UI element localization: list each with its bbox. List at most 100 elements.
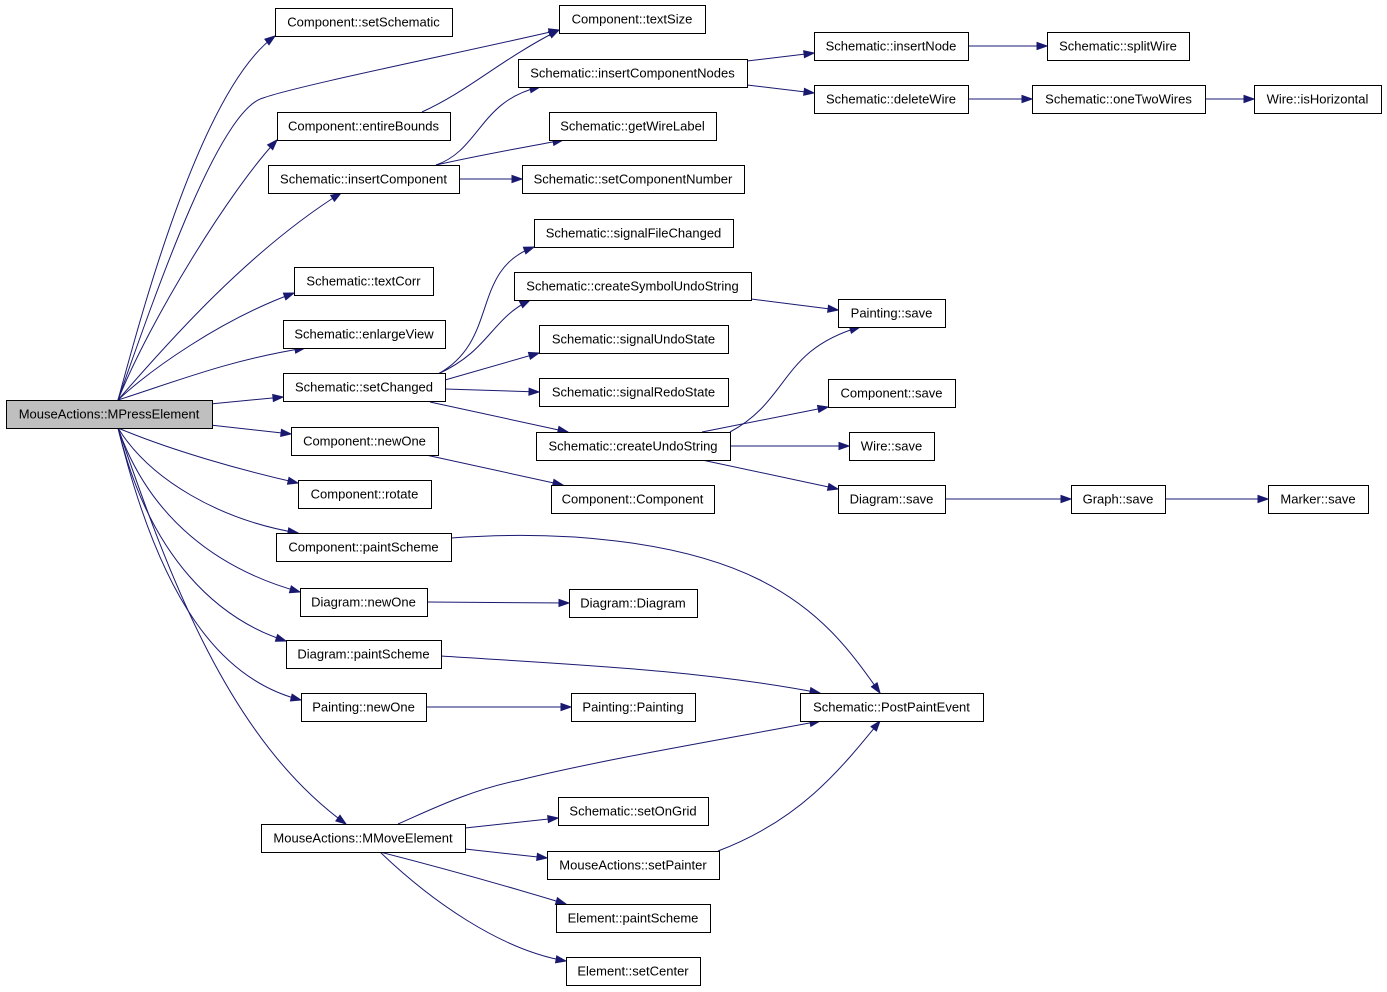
edge-mmove-to-setpainter-arrowhead (536, 852, 549, 862)
node-label: Diagram::newOne (311, 595, 416, 610)
edge-mpress-to-componentpaintscheme (117, 427, 299, 534)
node-signalredostate[interactable]: Schematic::signalRedoState (539, 378, 729, 407)
node-ishorizontal[interactable]: Wire::isHorizontal (1254, 85, 1382, 114)
node-box (261, 824, 466, 853)
node-signalfilechanged[interactable]: Schematic::signalFileChanged (534, 219, 734, 248)
node-graphsave[interactable]: Graph::save (1071, 485, 1166, 514)
node-markersave[interactable]: Marker::save (1268, 485, 1369, 514)
node-label: Component::newOne (303, 434, 426, 449)
node-componentctor[interactable]: Component::Component (551, 485, 715, 514)
node-setschematic[interactable]: Component::setSchematic (275, 8, 453, 37)
node-insertcomponentnodes[interactable]: Schematic::insertComponentNodes (518, 59, 748, 88)
edge-insertcomponentnodes-to-deletewire (746, 84, 815, 94)
node-label: Diagram::Diagram (580, 596, 685, 611)
node-setongrid[interactable]: Schematic::setOnGrid (558, 797, 709, 826)
node-diagrampaintscheme[interactable]: Diagram::paintScheme (286, 640, 442, 669)
node-label: Wire::isHorizontal (1267, 92, 1369, 107)
node-label: Component::setSchematic (287, 15, 440, 30)
node-box (569, 589, 698, 618)
node-setcomponentnumber[interactable]: Schematic::setComponentNumber (522, 165, 745, 194)
node-box (286, 640, 442, 669)
node-signalundostate[interactable]: Schematic::signalUndoState (539, 325, 729, 354)
node-setpainter[interactable]: MouseActions::setPainter (547, 851, 720, 880)
node-box (566, 957, 701, 986)
node-getwirelabel[interactable]: Schematic::getWireLabel (549, 112, 717, 141)
node-paintingctor[interactable]: Painting::Painting (571, 693, 696, 722)
edge-onetwowires-to-ishorizontal-arrowhead (1243, 94, 1256, 104)
edge-setchanged-to-createsymbolundostring (437, 299, 531, 375)
edge-setchanged-to-signalundostate (444, 352, 540, 381)
node-componentpaintscheme[interactable]: Component::paintScheme (276, 533, 452, 562)
node-box (268, 165, 460, 194)
node-setchanged[interactable]: Schematic::setChanged (283, 373, 446, 402)
edge-createundostring-to-wiresave-arrowhead (838, 441, 851, 451)
node-setcenter[interactable]: Element::setCenter (566, 957, 701, 986)
node-label: Component::rotate (311, 487, 419, 502)
node-box (534, 219, 734, 248)
node-label: Schematic::PostPaintEvent (813, 700, 970, 715)
node-box (298, 480, 432, 509)
node-componentrotate[interactable]: Component::rotate (298, 480, 432, 509)
node-diagramctor[interactable]: Diagram::Diagram (569, 589, 698, 618)
node-box (838, 485, 946, 514)
edge-insertcomponentnodes-to-insertnode (746, 52, 815, 62)
node-paintingsave[interactable]: Painting::save (838, 299, 946, 328)
node-box (547, 851, 720, 880)
edge-diagramnewone-to-diagramctor (426, 601, 570, 604)
edge-insertcomponent-to-getwirelabel (435, 139, 564, 166)
node-textcorr[interactable]: Schematic::textCorr (294, 267, 434, 296)
node-box (549, 112, 717, 141)
node-elementpaintscheme[interactable]: Element::paintScheme (556, 904, 711, 933)
node-insertnode[interactable]: Schematic::insertNode (814, 32, 969, 61)
node-label: Wire::save (861, 439, 922, 454)
edge-layer (117, 28, 1270, 964)
node-diagramsave[interactable]: Diagram::save (838, 485, 946, 514)
node-box (277, 112, 451, 141)
node-paintingnewone[interactable]: Painting::newOne (301, 693, 427, 722)
node-mmove[interactable]: MouseActions::MMoveElement (261, 824, 466, 853)
node-splitwire[interactable]: Schematic::splitWire (1047, 32, 1190, 61)
node-componentsave[interactable]: Component::save (828, 379, 956, 408)
edge-mpress-to-setchanged-arrowhead (272, 393, 285, 403)
node-box (849, 432, 935, 461)
node-entirebounds[interactable]: Component::entireBounds (277, 112, 451, 141)
node-label: Element::paintScheme (568, 911, 699, 926)
edge-graphsave-to-markersave-arrowhead (1257, 494, 1270, 504)
node-label: Component::paintScheme (288, 540, 438, 555)
node-label: Painting::save (851, 306, 933, 321)
node-box (556, 904, 711, 933)
node-postpaintevent[interactable]: Schematic::PostPaintEvent (800, 693, 984, 722)
node-createundostring[interactable]: Schematic::createUndoString (536, 432, 731, 461)
edge-mpress-to-textcorr-arrowhead (282, 292, 296, 301)
node-deletewire[interactable]: Schematic::deleteWire (814, 85, 969, 114)
node-box (551, 485, 715, 514)
node-label: MouseActions::setPainter (559, 858, 707, 873)
node-enlargeview[interactable]: Schematic::enlargeView (283, 320, 446, 349)
node-label: Painting::Painting (582, 700, 683, 715)
edge-mpress-to-insertcomponent (117, 192, 342, 401)
node-label: Schematic::deleteWire (826, 92, 956, 107)
node-wiresave[interactable]: Wire::save (849, 432, 935, 461)
node-componentnewone[interactable]: Component::newOne (291, 427, 439, 456)
node-diagramnewone[interactable]: Diagram::newOne (300, 588, 428, 617)
edge-diagramsave-to-graphsave-arrowhead (1060, 494, 1073, 504)
node-onetwowires[interactable]: Schematic::oneTwoWires (1032, 85, 1206, 114)
node-insertcomponent[interactable]: Schematic::insertComponent (268, 165, 460, 194)
node-createsymbolundostring[interactable]: Schematic::createSymbolUndoString (514, 272, 752, 301)
node-label: Diagram::paintScheme (297, 647, 429, 662)
node-box (559, 5, 706, 34)
node-label: Schematic::setComponentNumber (534, 172, 733, 187)
edge-setchanged-to-createsymbolundostring-arrowhead (518, 299, 532, 309)
edge-mpress-to-textcorr (117, 292, 295, 401)
node-label: Schematic::signalRedoState (552, 385, 715, 400)
node-mpress[interactable]: MouseActions::MPressElement (6, 400, 213, 429)
node-box (275, 8, 453, 37)
node-label: Schematic::signalUndoState (552, 332, 715, 347)
node-box (1268, 485, 1369, 514)
node-label: Schematic::oneTwoWires (1045, 92, 1192, 107)
node-textsize[interactable]: Component::textSize (559, 5, 706, 34)
node-label: Schematic::insertComponent (280, 172, 447, 187)
edge-insertcomponent-to-insertcomponentnodes (435, 86, 541, 166)
edge-mpress-to-diagrampaintscheme-arrowhead (274, 633, 288, 642)
node-box (828, 379, 956, 408)
